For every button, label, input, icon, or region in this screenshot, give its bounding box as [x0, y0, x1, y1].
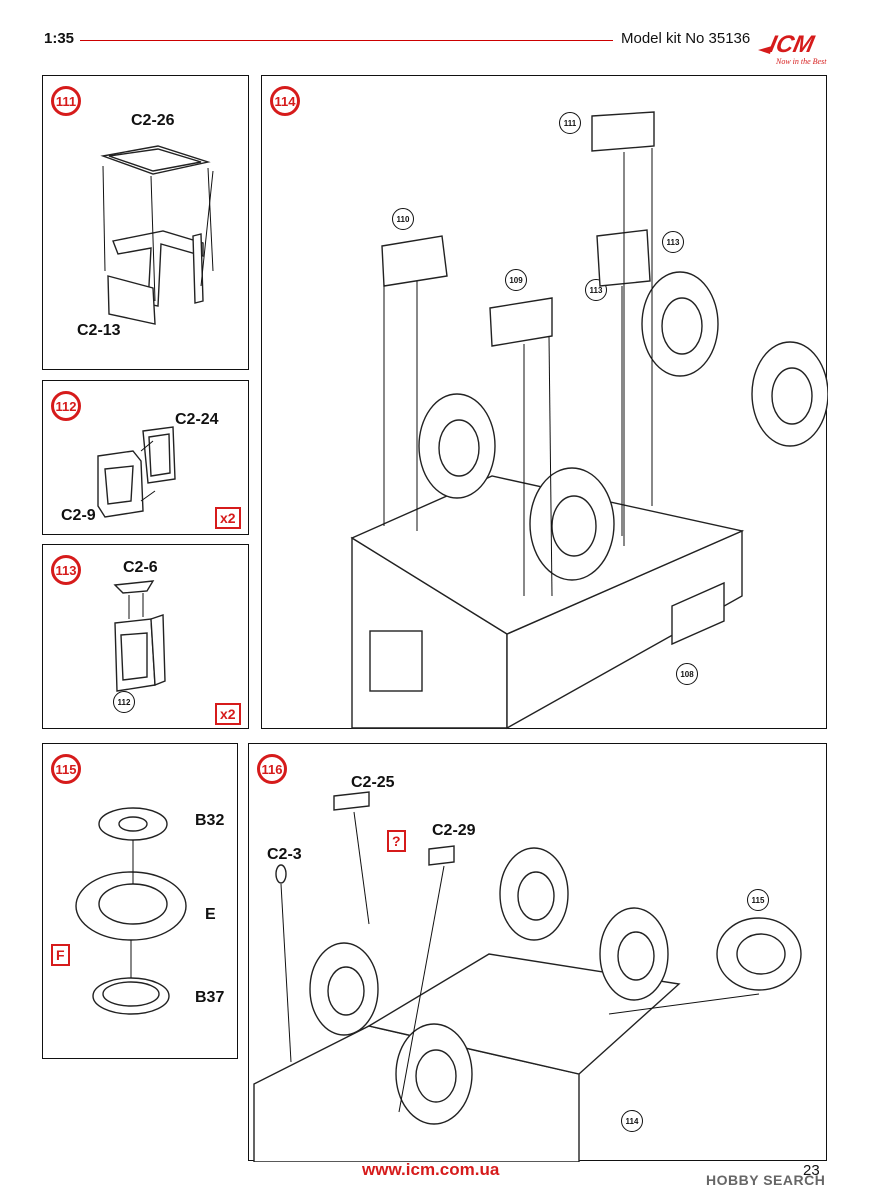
kit-number: Model kit No 35136	[621, 30, 751, 47]
step-112-panel: 112 C2-24 C2-9 x2	[42, 380, 249, 535]
hobby-search-watermark: HOBBY SEARCH	[706, 1172, 826, 1188]
step-114-number: 114	[270, 86, 300, 116]
header-rule	[80, 40, 613, 41]
part-c2-26-label: C2-26	[131, 112, 175, 129]
part-c2-24-label: C2-24	[175, 411, 219, 428]
page-number: 23	[803, 1162, 820, 1179]
step-114-ref-111: 111	[559, 112, 581, 134]
step-116-ref-115: 115	[747, 889, 769, 911]
step-112-multiplier: x2	[215, 507, 241, 529]
scale-label: 1:35	[44, 30, 75, 47]
step-114-ref-110: 110	[392, 208, 414, 230]
step-112-number: 112	[51, 391, 81, 421]
step-114-panel: 114 111 110 109 113 113 108	[261, 75, 828, 730]
step-116-question: ?	[387, 830, 406, 852]
part-c2-9-label: C2-9	[61, 507, 96, 524]
step-113-ref-112: 112	[113, 691, 135, 713]
step-111-number: 111	[51, 86, 81, 116]
step-113-drawing	[113, 580, 166, 692]
icm-logo-text: ICM	[767, 31, 817, 58]
step-115-panel: 115 B32 E B37 F	[42, 743, 238, 1059]
step-114-ref-109: 109	[505, 269, 527, 291]
step-113-number: 113	[51, 555, 81, 585]
part-b32-label: B32	[195, 812, 225, 829]
step-115-number: 115	[51, 754, 81, 784]
part-c2-6-label: C2-6	[123, 559, 158, 576]
icm-logo-tagline: Now in the Best	[775, 57, 827, 66]
step-113-panel: 113 C2-6 112 x2	[42, 544, 249, 729]
step-114-drawing	[350, 111, 828, 730]
part-c2-3-label: C2-3	[267, 846, 302, 863]
step-116-ref-114: 114	[621, 1110, 643, 1132]
step-116-number: 116	[257, 754, 287, 784]
step-116-panel: 116 C2-25 C2-29 C2-3 ? 115 114	[248, 743, 827, 1162]
footer-url[interactable]: www.icm.com.ua	[362, 1160, 500, 1179]
step-115-drawing	[75, 807, 187, 1015]
part-b37-label: B37	[195, 989, 225, 1006]
step-115-flag-f: F	[51, 944, 70, 966]
step-112-drawing	[97, 426, 176, 518]
step-111-panel: 111 C2-26 C2-13	[42, 75, 249, 370]
part-e-label: E	[205, 906, 216, 923]
part-c2-25-label: C2-25	[351, 774, 395, 791]
step-114-ref-108: 108	[676, 663, 698, 685]
step-111-drawing	[100, 145, 214, 325]
step-116-drawing	[253, 791, 802, 1162]
step-114-ref-113a: 113	[662, 231, 684, 253]
part-c2-29-label: C2-29	[432, 822, 476, 839]
icm-logo: ICM Now in the Best	[758, 31, 827, 66]
part-c2-13-label: C2-13	[77, 322, 121, 339]
step-113-multiplier: x2	[215, 703, 241, 725]
